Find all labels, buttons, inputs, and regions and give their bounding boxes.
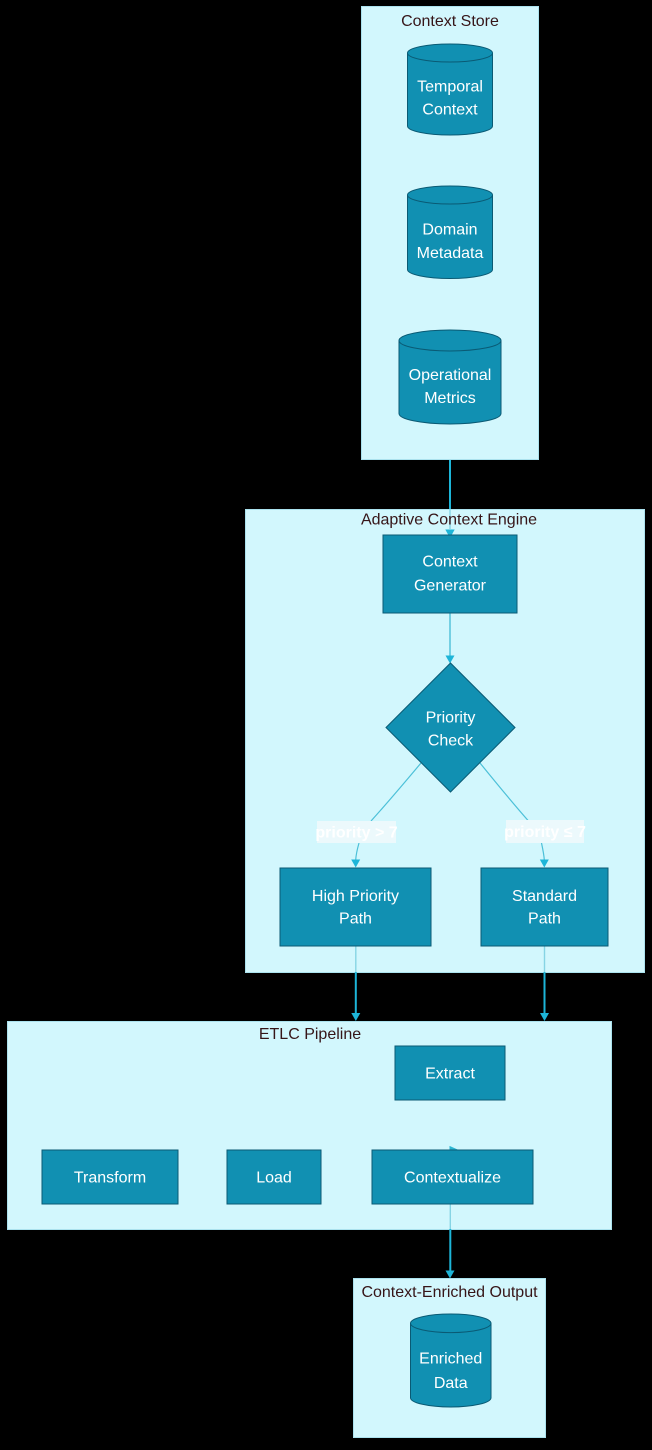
- svg-text:Context: Context: [422, 102, 478, 119]
- svg-text:Context-Enriched Output: Context-Enriched Output: [361, 1284, 538, 1301]
- svg-text:High Priority: High Priority: [312, 888, 399, 905]
- svg-text:ETLC Pipeline: ETLC Pipeline: [259, 1026, 361, 1043]
- svg-text:Generator: Generator: [414, 578, 487, 595]
- svg-text:Path: Path: [339, 911, 372, 928]
- svg-text:Load: Load: [256, 1170, 292, 1187]
- svg-text:Extract: Extract: [425, 1066, 475, 1083]
- svg-text:Priority: Priority: [426, 710, 476, 727]
- svg-text:Domain: Domain: [422, 222, 477, 239]
- svg-text:priority ≤ 7: priority ≤ 7: [504, 824, 586, 841]
- svg-text:Temporal: Temporal: [417, 79, 483, 96]
- svg-text:Transform: Transform: [74, 1170, 146, 1187]
- svg-text:Contextualize: Contextualize: [404, 1170, 501, 1187]
- svg-text:priority > 7: priority > 7: [315, 825, 397, 842]
- svg-text:Standard: Standard: [512, 888, 577, 905]
- svg-text:Enriched: Enriched: [419, 1350, 482, 1367]
- svg-text:Metrics: Metrics: [424, 390, 476, 407]
- svg-text:Context Store: Context Store: [401, 13, 499, 30]
- svg-text:Path: Path: [528, 911, 561, 928]
- svg-text:Operational: Operational: [409, 367, 492, 384]
- svg-text:Check: Check: [428, 733, 474, 750]
- svg-text:Data: Data: [434, 1375, 468, 1392]
- svg-text:Metadata: Metadata: [417, 245, 484, 262]
- svg-text:Context: Context: [422, 554, 478, 571]
- svg-text:Adaptive Context Engine: Adaptive Context Engine: [361, 512, 537, 529]
